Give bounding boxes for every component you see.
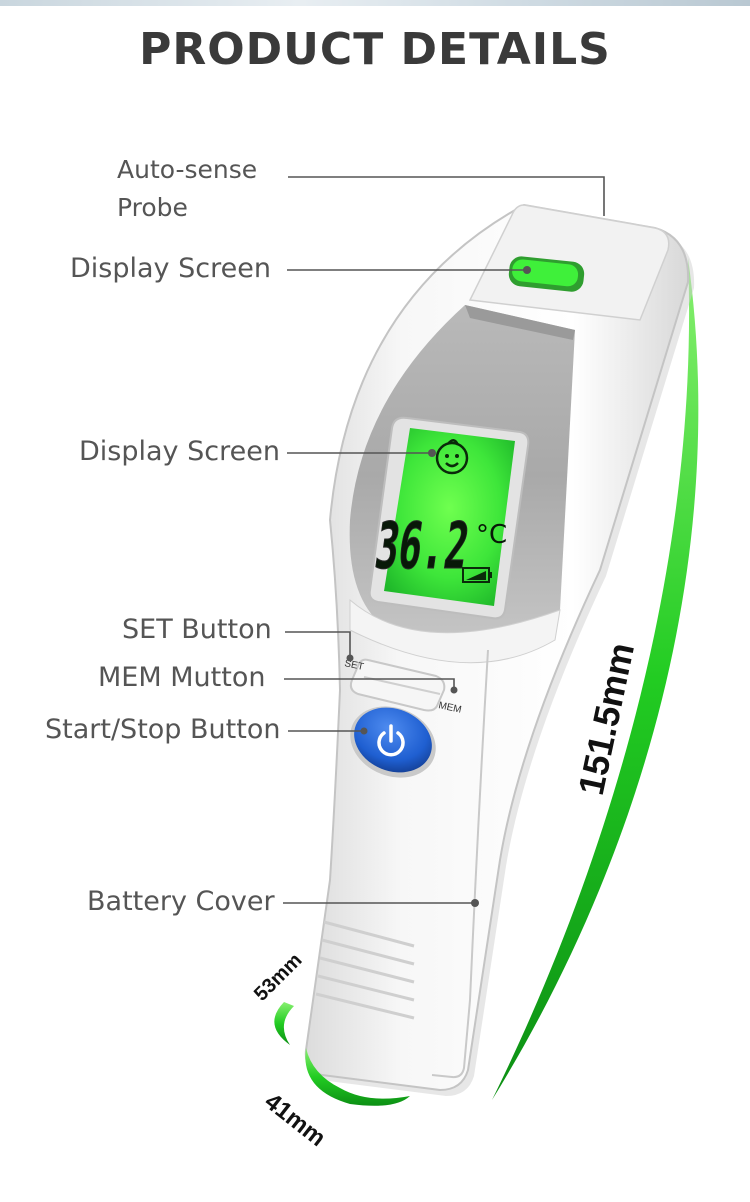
callout-battery-cover: Battery Cover [87,886,275,917]
length-arc [492,258,699,1100]
power-icon [377,724,405,757]
depth-arc [305,1048,410,1106]
battery-cover-seam [431,649,489,1079]
callout-mem-button: MEM Mutton [98,662,266,693]
lcd-reading: 36.2 [371,509,473,584]
callout-lines [283,176,605,904]
lcd-unit: °C [476,520,507,550]
baby-face-icon [435,439,469,475]
callout-dot [471,899,479,907]
callout-display-main: Display Screen [79,436,280,467]
callout-dot [428,449,436,457]
width-arc [274,1002,294,1045]
lcd-screen [384,428,515,606]
callout-probe-line1: Auto-sense [117,155,258,184]
callout-dot [360,727,368,735]
callout-set-button: SET Button [122,614,272,645]
mem-mark: MEM [437,700,462,716]
battery-icon [462,567,492,583]
callout-start-stop-button: Start/Stop Button [45,714,281,745]
callout-probe-line2: Probe [117,193,188,222]
callout-display-top: Display Screen [70,253,271,284]
callout-dot [450,686,458,694]
top-band [0,0,750,6]
page-title: PRODUCT DETAILS [139,24,611,75]
grip-ridges [315,920,415,1020]
callout-dot [523,266,531,274]
start-stop-button [354,707,432,773]
callout-dot [346,654,354,662]
set-mark: SET [343,658,364,673]
